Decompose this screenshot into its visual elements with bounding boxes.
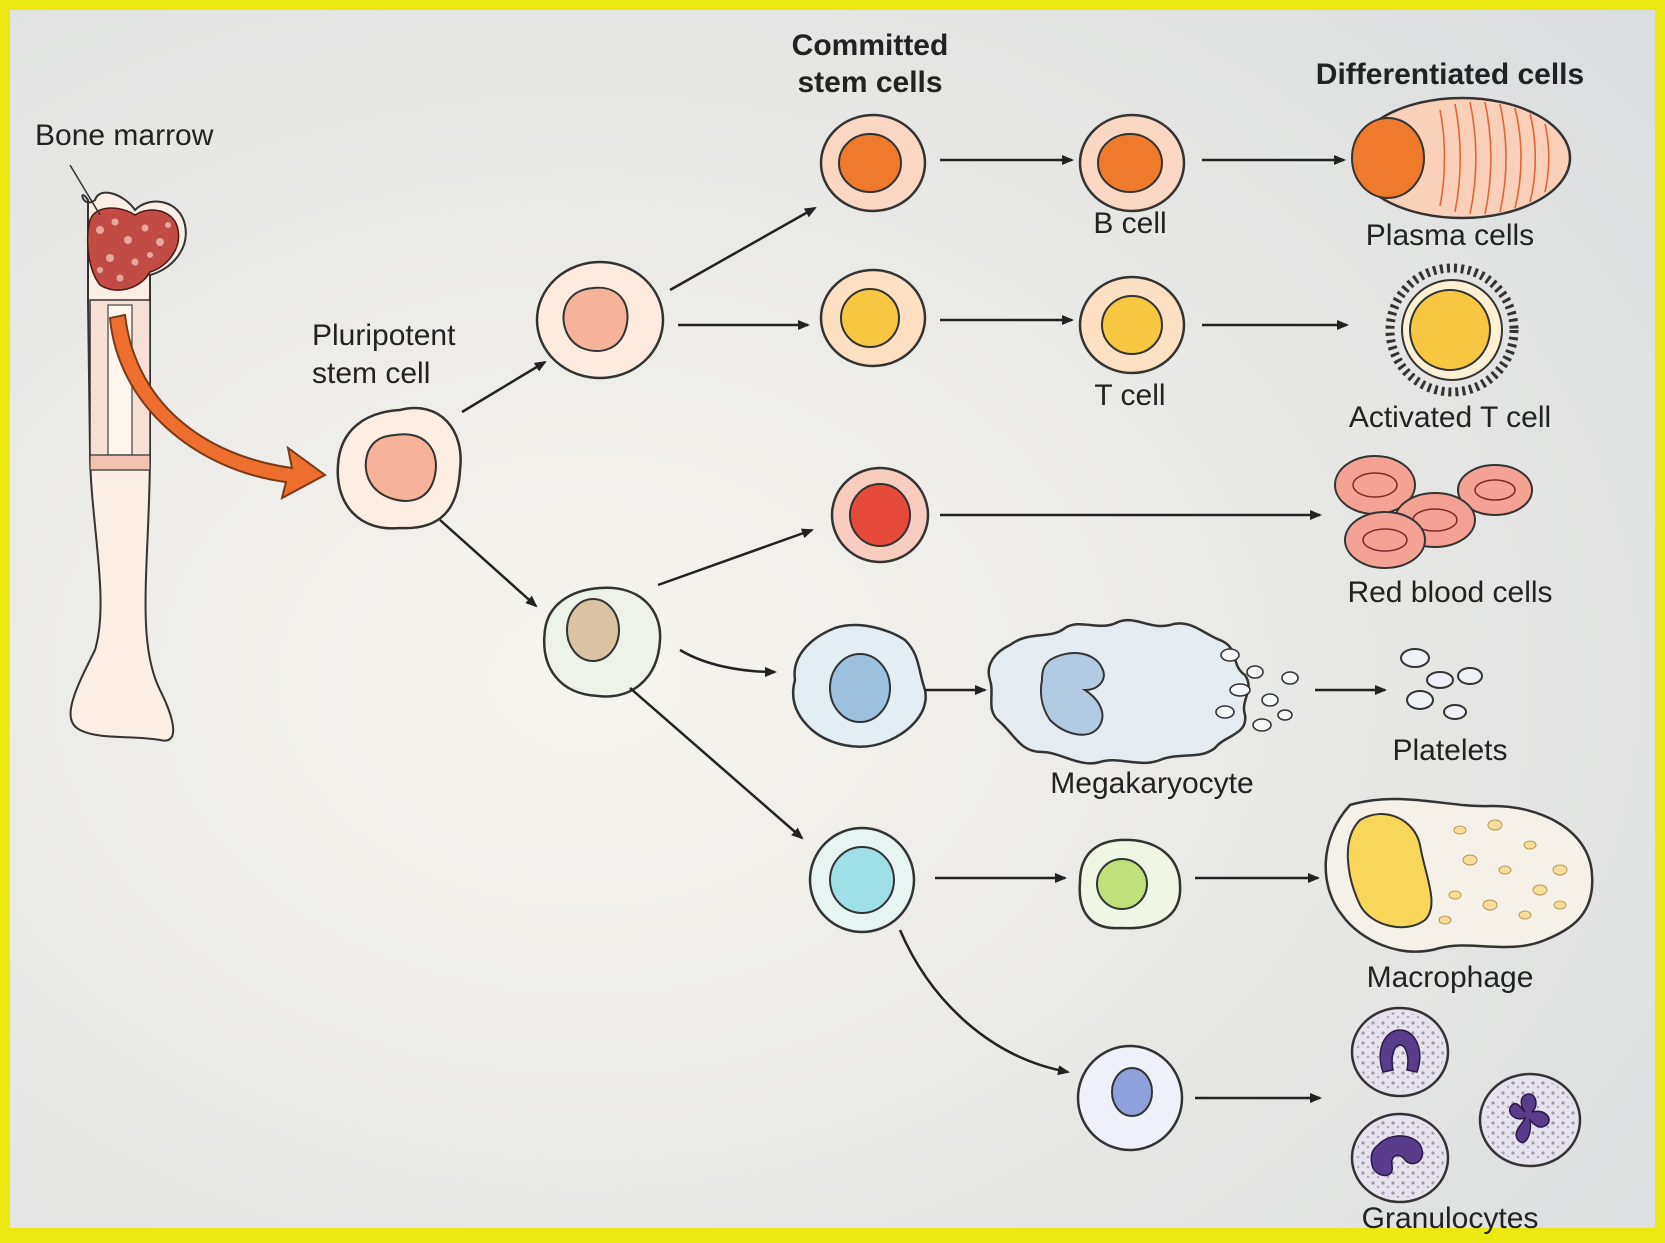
arrow-stem-to-lymphoid: [461, 360, 547, 414]
plasma-cell: [1351, 96, 1572, 220]
lineage-arrows: [439, 155, 1387, 1103]
monocyte: [1078, 838, 1182, 930]
platelets: [1400, 648, 1483, 720]
myeloid-progenitor-cell: [543, 586, 662, 698]
arrow-myeloid-to-erythroid: [657, 528, 814, 587]
megakaryocyte-committed-cell: [791, 623, 927, 748]
label-activated-t-cell: Activated T cell: [1349, 401, 1551, 434]
erythroid-committed-cell: [830, 466, 930, 564]
granulocyte-precursor: [1076, 1044, 1184, 1152]
label-megakaryocyte: Megakaryocyte: [1050, 767, 1253, 800]
megakaryocyte: [987, 618, 1299, 765]
pluripotent-stem-cell: [336, 406, 462, 530]
lymphoid-progenitor-cell: [535, 260, 665, 380]
arrow-stem-to-myeloid: [439, 519, 538, 608]
arrow-myeloid-to-monocyte-committed: [629, 687, 804, 840]
marrow-to-stem-arrow: [108, 313, 327, 500]
b-cell: [1078, 113, 1186, 213]
label-bone-marrow: Bone marrow: [35, 119, 214, 152]
label-red-blood-cells: Red blood cells: [1347, 576, 1552, 609]
arrow-lymphoid-to-b: [669, 206, 817, 292]
arrow-myeloid-to-megakaryocyte: [679, 648, 777, 677]
activated-t-cell: [1385, 263, 1519, 397]
t-cell: [1078, 275, 1186, 375]
label-macrophage: Macrophage: [1367, 961, 1534, 994]
label-platelets: Platelets: [1392, 734, 1507, 767]
label-pluripotent-line2: stem cell: [312, 357, 430, 390]
header-committed-line1: Committed: [792, 29, 949, 62]
t-committed-cell: [819, 268, 927, 368]
b-committed-cell: [819, 113, 927, 213]
header-differentiated: Differentiated cells: [1316, 58, 1584, 91]
label-pluripotent-line1: Pluripotent: [312, 319, 456, 352]
label-t-cell: T cell: [1094, 379, 1165, 412]
header-committed-line2: stem cells: [797, 66, 942, 99]
red-blood-cells: [1334, 455, 1533, 569]
macrophage: [1324, 797, 1594, 953]
label-b-cell: B cell: [1093, 207, 1166, 240]
label-plasma-cells: Plasma cells: [1366, 219, 1534, 252]
arrow-monocyte-committed-to-granulocyte-precursor: [898, 929, 1070, 1076]
granulocytes: [1350, 1006, 1582, 1204]
label-granulocytes: Granulocytes: [1362, 1202, 1539, 1235]
monocyte-committed-cell: [808, 826, 916, 934]
